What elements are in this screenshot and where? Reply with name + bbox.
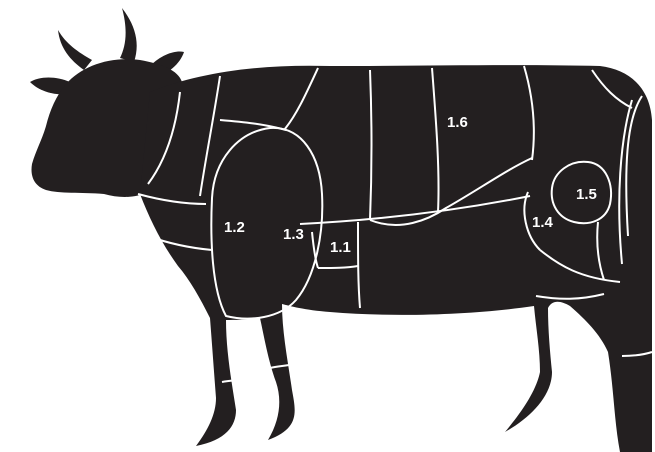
cut-line-tail	[591, 69, 633, 109]
cut-line-brisket	[137, 193, 207, 205]
cut-line-rump	[523, 65, 535, 161]
cut-line-hock	[621, 351, 653, 357]
cut-outline-1-2	[210, 126, 324, 320]
cut-line-rib	[283, 67, 319, 131]
cut-labels: 1.6 1.5 1.4 1.2 1.3 1.1	[224, 114, 597, 256]
cow-silhouette	[30, 8, 652, 452]
cut-line-round-inner	[625, 95, 643, 237]
cut-line-front-knee	[221, 379, 251, 383]
cut-line-flank-top	[369, 157, 533, 226]
cut-line-1-4-right	[596, 221, 605, 281]
cut-outline-1-5	[550, 160, 612, 225]
cut-label-1-4: 1.4	[532, 214, 554, 231]
cut-line-hind-shank	[535, 293, 605, 300]
left-horn	[58, 30, 92, 70]
cut-line-1-1-left	[311, 231, 319, 269]
cut-line-round-outer	[618, 99, 633, 265]
cut-line-1-4-left	[523, 191, 541, 251]
cut-line-sirloin	[369, 69, 373, 221]
cut-line-1-1-right	[357, 221, 361, 309]
cut-line-1-4-bottom	[539, 249, 621, 283]
cut-line-belly	[299, 195, 531, 225]
cut-label-1-2: 1.2	[224, 219, 245, 236]
cut-line-back-knee	[269, 363, 295, 369]
cut-line-chuck	[199, 75, 221, 197]
right-horn	[120, 8, 137, 62]
body	[140, 65, 652, 452]
cut-lines	[137, 65, 653, 383]
cut-label-1-3: 1.3	[283, 226, 304, 243]
cut-label-1-6: 1.6	[447, 114, 468, 131]
cut-label-1-1: 1.1	[330, 239, 351, 256]
cut-line-shank-upper	[147, 235, 213, 251]
cut-line-1-1-bottom	[317, 265, 359, 269]
cut-label-1-5: 1.5	[576, 186, 597, 203]
cut-line-neck	[147, 91, 181, 185]
cut-line-loin	[431, 67, 440, 213]
